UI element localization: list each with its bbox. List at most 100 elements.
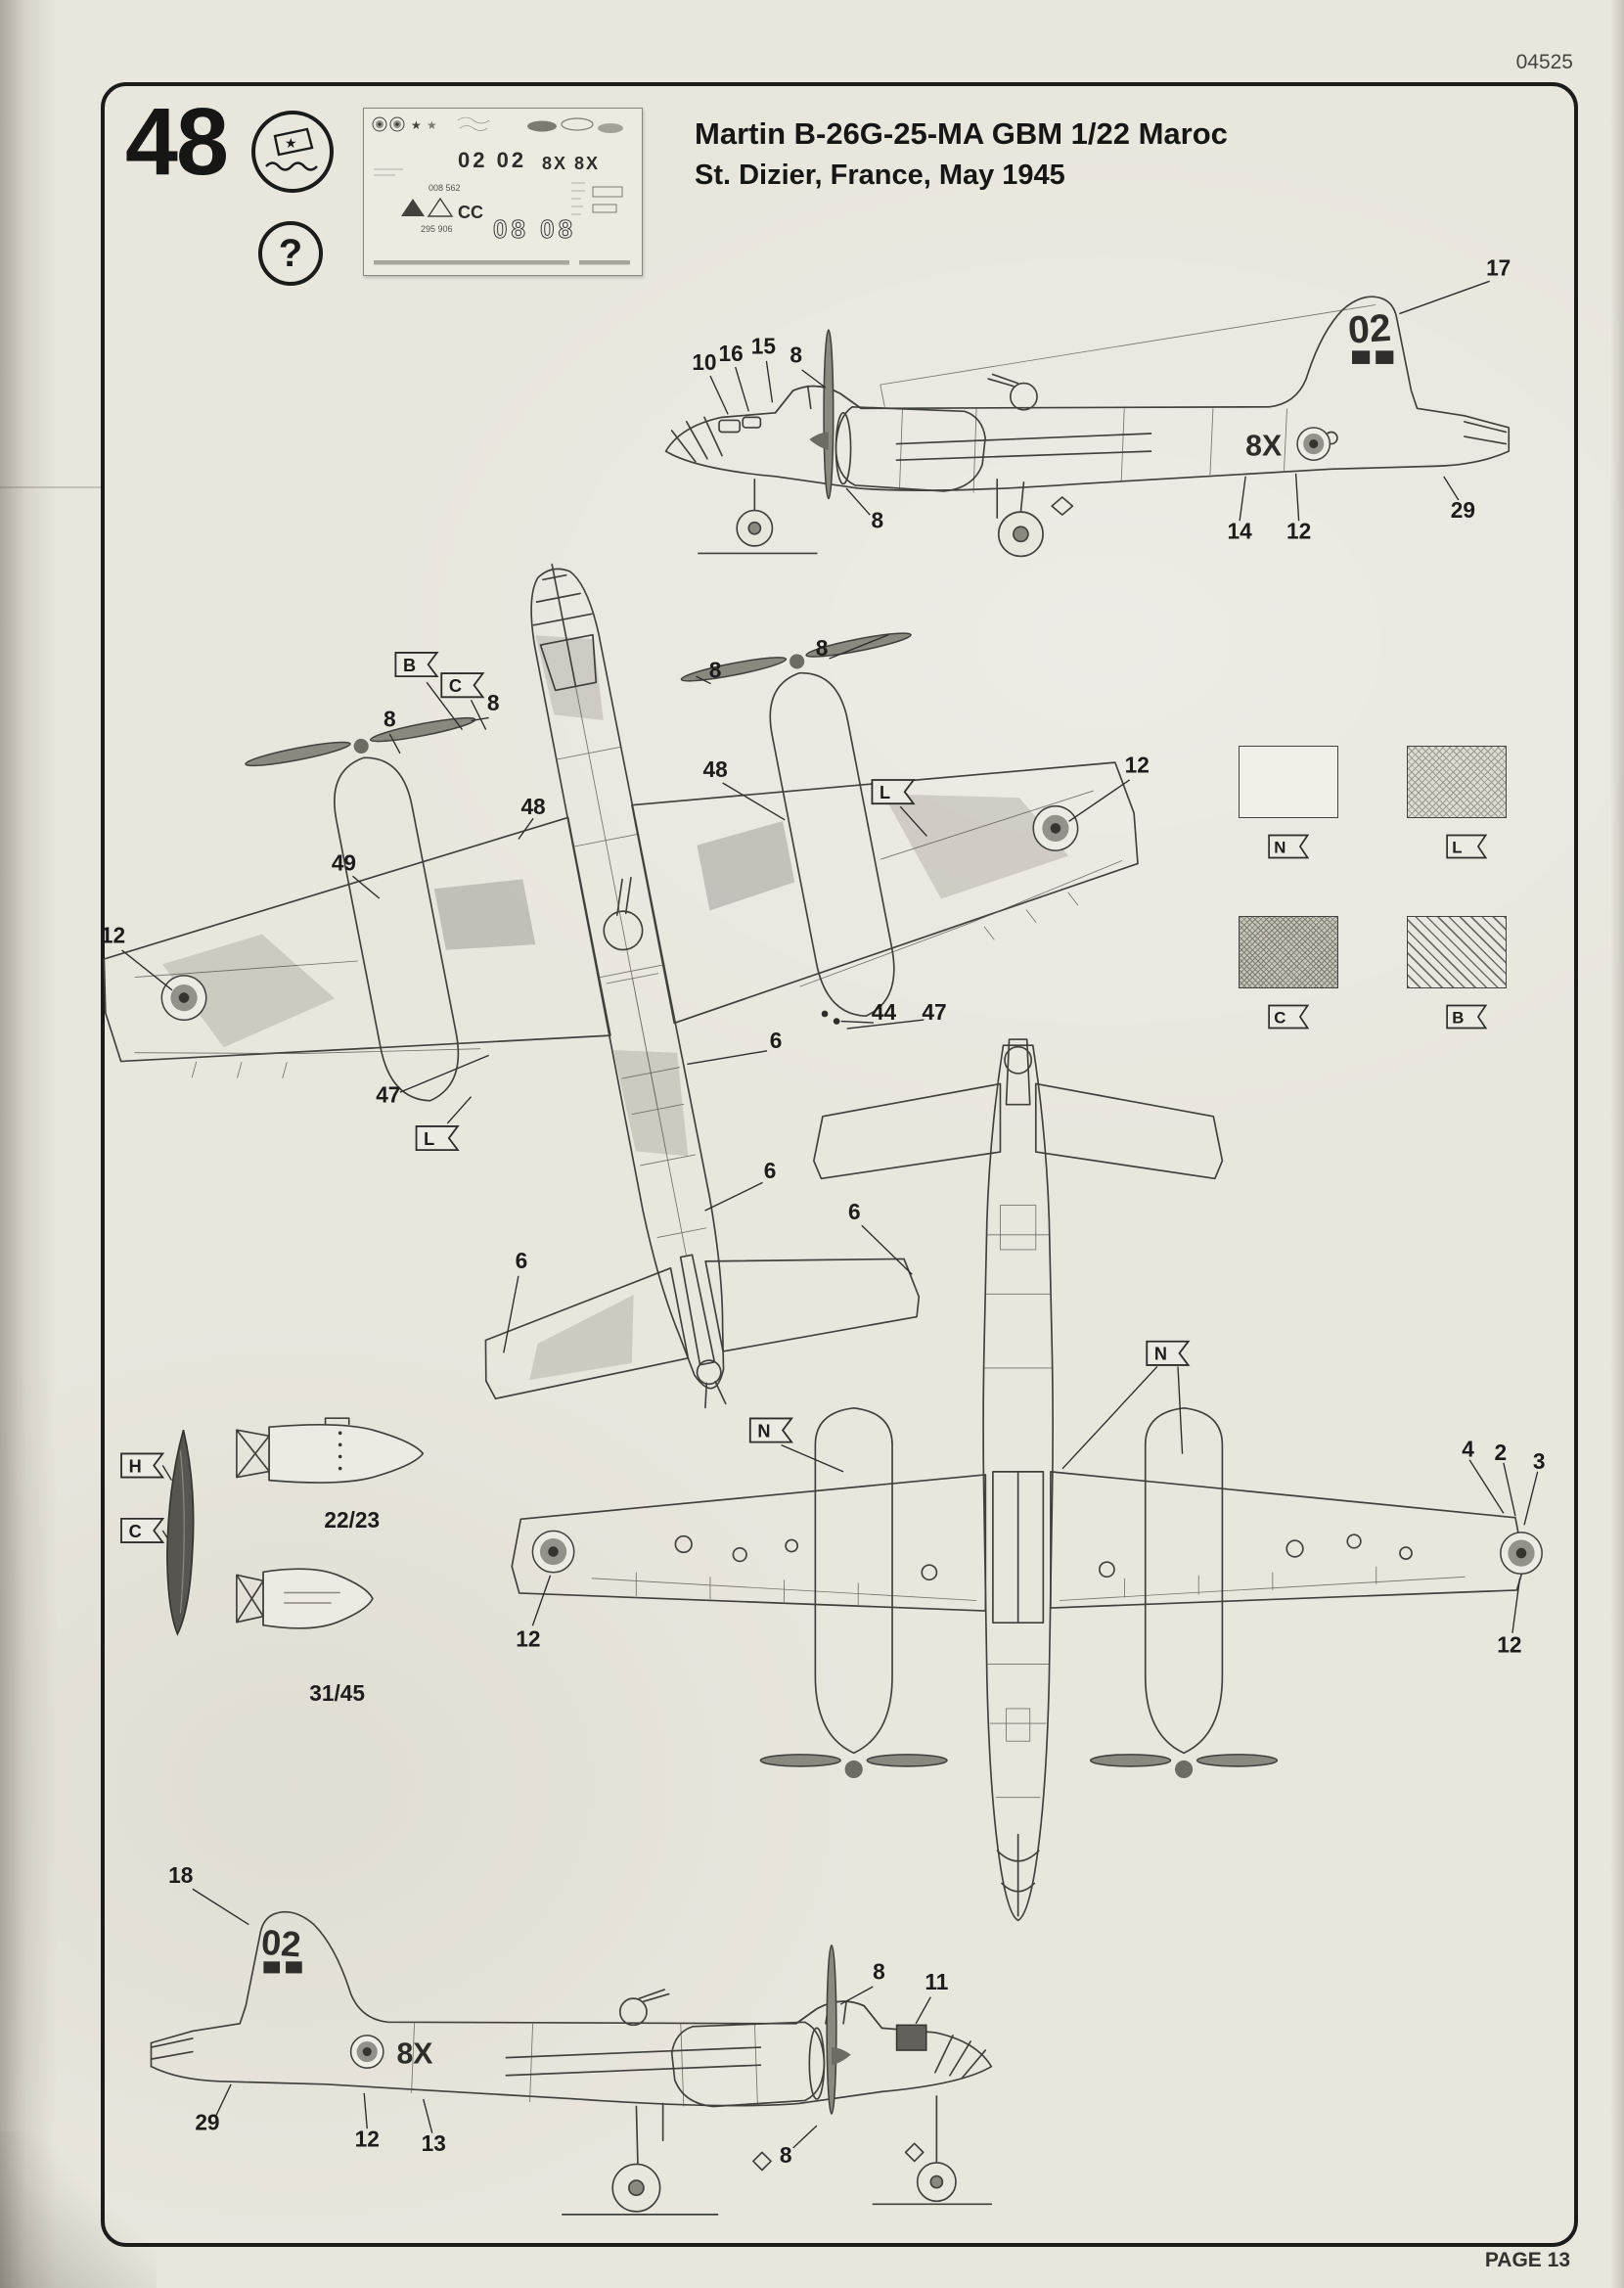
propeller-blade — [826, 1944, 837, 2115]
callout-numbers: 18 8 11 29 12 13 8 — [168, 1862, 948, 2168]
belly-fitting — [904, 2142, 925, 2163]
decal-sheet-symbol — [273, 127, 314, 157]
color-flags: N N — [748, 1340, 1191, 1443]
callout-number: 12 — [101, 922, 125, 947]
cockpit-top — [539, 633, 598, 692]
legend-swatch-b — [1407, 916, 1507, 988]
bomb-stencil-lines — [284, 1591, 340, 1604]
roundel — [349, 2035, 384, 2069]
bomb-band-dots — [338, 1431, 342, 1471]
left-wing-below — [511, 1474, 987, 1612]
decal-serial-1: 008 562 — [429, 183, 461, 193]
callout-numbers: 8 8 8 8 48 48 49 12 12 47 44 6 47 6 6 6 — [101, 635, 1150, 1273]
scan-edge-shadow — [0, 0, 57, 2288]
callout-number: 44 — [872, 999, 897, 1025]
tail-turret — [150, 2037, 194, 2060]
aircraft-side-profile: 02 8X — [150, 1910, 993, 2216]
scan-edge-shadow — [1610, 0, 1624, 2288]
dorsal-turret-top — [603, 877, 644, 951]
callout-number: 12 — [516, 1625, 540, 1651]
left-tailplane-below — [813, 1082, 1002, 1180]
wing-detail-lines — [134, 790, 1123, 1078]
color-flag: N — [748, 1417, 793, 1443]
decal-serial-2: 295 906 — [421, 224, 453, 234]
walkway-right — [697, 820, 795, 911]
callout-number: 4 — [1462, 1437, 1474, 1462]
bottom-plan-view: N N 4 2 3 12 12 — [511, 1038, 1545, 1922]
ordnance-detail: H C 22/23 31/45 — [120, 1417, 425, 1706]
callout-number: 8 — [709, 658, 722, 683]
panel-lines — [411, 2022, 758, 2107]
fuselage-panels-below — [983, 1205, 1053, 1799]
tail-turret — [1464, 421, 1508, 445]
flag-letter: N — [1154, 1345, 1167, 1364]
cockpit-canopy — [774, 385, 862, 414]
flag-letter: B — [403, 656, 416, 675]
left-propeller-below — [759, 1754, 948, 1779]
belly-fitting — [752, 2151, 772, 2172]
decal-code-02-02: 02 02 — [458, 148, 526, 172]
callout-number: 48 — [520, 794, 545, 819]
bomb-bay-doors — [992, 1471, 1045, 1624]
right-wing-roundel — [1032, 804, 1079, 851]
left-nacelle — [334, 756, 460, 1102]
wing-circles — [674, 1533, 1413, 1581]
callout-numbers: 10 16 15 8 17 8 14 12 29 — [692, 254, 1511, 543]
callout-number: 2 — [1495, 1440, 1508, 1465]
callout-number: 47 — [376, 1082, 400, 1108]
engine-cowl — [808, 2027, 826, 2100]
question-icon: ? — [258, 221, 323, 286]
flag-letter: C — [1274, 1008, 1286, 1027]
decal-sheet-artwork: ★ ★ 02 02 8X 8X 008 562 CC 295 906 08 08 — [372, 116, 630, 265]
callout-number: 47 — [922, 999, 946, 1025]
color-flag: L — [415, 1125, 460, 1152]
scheme-title: Martin B-26G-25-MA GBM 1/22 Maroc St. Di… — [695, 114, 1228, 196]
triangle-decal-outline — [427, 197, 454, 217]
bomb-label: 31/45 — [309, 1680, 365, 1706]
decal-code-cc: CC — [458, 203, 483, 222]
callout-number: 12 — [355, 2126, 380, 2151]
roundel — [1296, 427, 1331, 461]
left-wing-roundel — [160, 975, 207, 1022]
nose-glazing — [670, 416, 762, 463]
equipment-panel — [895, 2024, 927, 2051]
fine-print-bar — [579, 260, 630, 265]
landing-gear — [736, 479, 1044, 558]
belly-fitting — [1051, 496, 1074, 516]
callout-number: 8 — [487, 690, 500, 715]
callout-number: 12 — [1286, 518, 1311, 543]
callout-number: 12 — [1125, 752, 1150, 777]
tail-code: 02 — [1347, 306, 1393, 352]
flag-letter: L — [424, 1129, 434, 1149]
callout-number: 8 — [780, 2142, 792, 2168]
tail-fin-below — [1005, 1038, 1031, 1106]
callout-number: 14 — [1228, 518, 1253, 543]
color-flag-l: L — [1446, 834, 1487, 859]
propeller-blade-detail — [166, 1430, 195, 1636]
fuselage-code: 8X — [1245, 431, 1282, 463]
left-tailplane — [484, 1266, 690, 1400]
star-decal-outline: ★ — [427, 118, 437, 132]
color-flag: B — [394, 652, 439, 678]
decal-application-icon: ★ — [251, 111, 334, 193]
aircraft-top-view — [103, 563, 1139, 1409]
tail-bar — [286, 1961, 302, 1974]
prop-spinner — [809, 432, 829, 450]
callout-number: 29 — [195, 2110, 219, 2135]
callout-number: 8 — [383, 707, 396, 732]
callout-number: 10 — [692, 349, 716, 375]
color-flag-n: N — [1268, 834, 1309, 859]
left-propeller — [245, 716, 476, 767]
callout-number: 15 — [751, 333, 776, 358]
antenna — [880, 304, 1376, 407]
tail-bar — [1352, 350, 1371, 364]
walkway-left — [433, 879, 536, 950]
page-number: PAGE 13 — [1484, 2249, 1570, 2271]
wing-root — [895, 433, 1152, 462]
callout-numbers: 4 2 3 12 12 — [516, 1437, 1545, 1658]
tail-turret-below — [1004, 1045, 1033, 1075]
decal-roundels — [372, 116, 405, 132]
left-roundel-below — [531, 1530, 575, 1574]
decal-sheet-preview: ★ ★ 02 02 8X 8X 008 562 CC 295 906 08 08 — [363, 108, 643, 276]
script-decal-marks — [374, 116, 490, 176]
